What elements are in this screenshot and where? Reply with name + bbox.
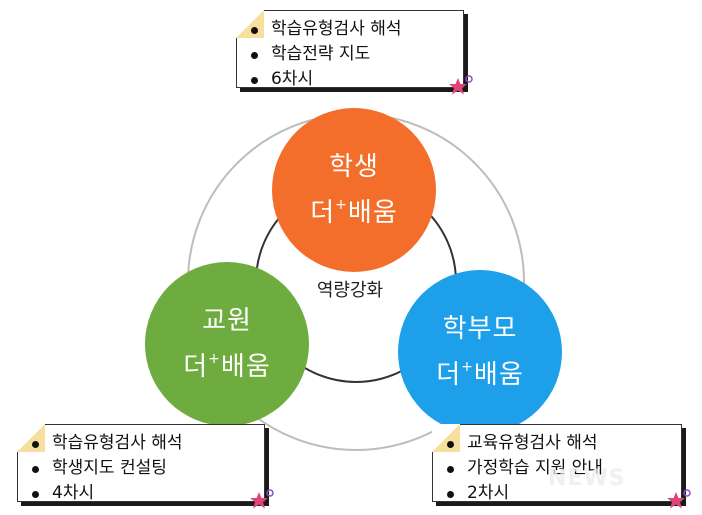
teacher-subtitle: 더+배움 (183, 340, 271, 386)
star-sparkle-icon (667, 489, 691, 509)
student-sub-b: 배움 (347, 198, 398, 228)
center-line-2: 역량강화 (316, 280, 384, 301)
list-item: 학습유형검사 해석 (251, 17, 453, 42)
list-item: 교육유형검사 해석 (447, 431, 671, 456)
student-note: 학습유형검사 해석 학습전략 지도 6차시 (236, 10, 473, 95)
parent-subtitle: 더+배움 (436, 348, 524, 394)
parent-sub-b: 배움 (473, 360, 524, 390)
parent-circle: 학부모 더+배움 (398, 270, 562, 434)
list-item: 학습전략 지도 (251, 42, 453, 67)
student-sub-a: 더 (310, 198, 336, 228)
teacher-title: 교원 (202, 306, 252, 336)
teacher-plus: + (208, 351, 221, 367)
parent-note-list: 교육유형검사 해석 가정학습 지원 안내 2차시 (433, 425, 681, 512)
teacher-sub-b: 배움 (220, 352, 271, 382)
parent-plus: + (461, 359, 474, 375)
parent-title: 학부모 (442, 314, 518, 344)
list-item: 2차시 (447, 481, 671, 506)
teacher-circle: 교원 더+배움 (145, 262, 309, 426)
list-item: 가정학습 지원 안내 (447, 456, 671, 481)
student-title: 학생 (329, 152, 379, 182)
parent-note: 교육유형검사 해석 가정학습 지원 안내 2차시 (432, 424, 691, 509)
folded-corner-icon (432, 424, 460, 452)
teacher-note: 학습유형검사 해석 학생지도 컨설팅 4차시 (17, 424, 274, 509)
student-plus: + (335, 197, 348, 213)
student-note-list: 학습유형검사 해석 학습전략 지도 6차시 (237, 11, 463, 98)
student-subtitle: 더+배움 (310, 186, 398, 232)
teacher-sub-a: 더 (183, 352, 209, 382)
list-item: 6차시 (251, 67, 453, 92)
star-sparkle-icon (250, 489, 274, 509)
watermark: NEWS (548, 466, 626, 491)
list-item: 학습유형검사 해석 (32, 431, 254, 456)
teacher-note-list: 학습유형검사 해석 학생지도 컨설팅 4차시 (18, 425, 264, 512)
star-sparkle-icon (449, 75, 473, 95)
student-circle: 학생 더+배움 (272, 108, 436, 272)
list-item: 4차시 (32, 481, 254, 506)
list-item: 학생지도 컨설팅 (32, 456, 254, 481)
folded-corner-icon (17, 424, 45, 452)
folded-corner-icon (236, 10, 264, 38)
parent-sub-a: 더 (436, 360, 462, 390)
